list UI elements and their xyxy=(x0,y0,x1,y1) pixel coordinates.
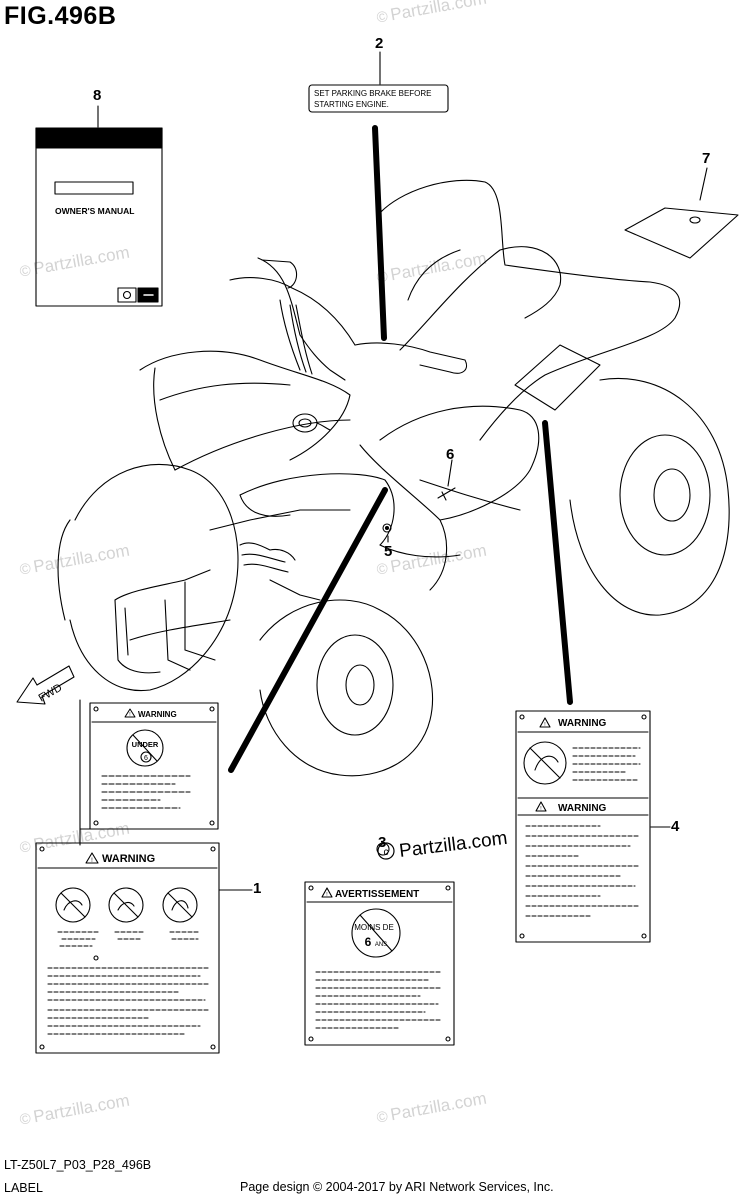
callout-2: 2 xyxy=(375,35,384,52)
figure-code: LT-Z50L7_P03_P28_496B xyxy=(4,1158,152,1172)
warning-right-label: ! WARNING ! WARNING xyxy=(515,710,651,943)
callout-1: 1 xyxy=(253,880,262,897)
page-credit: Page design © 2004-2017 by ARI Network S… xyxy=(240,1180,554,1194)
svg-text:!: ! xyxy=(326,892,327,898)
pointer-line xyxy=(228,487,388,773)
svg-text:OWNER'S MANUAL: OWNER'S MANUAL xyxy=(55,206,134,216)
svg-text:!: ! xyxy=(91,858,93,864)
callout-4: 4 xyxy=(671,818,680,835)
parking-brake-label: SET PARKING BRAKE BEFORE STARTING ENGINE… xyxy=(308,84,449,113)
svg-text:SET PARKING BRAKE BEFORE: SET PARKING BRAKE BEFORE xyxy=(314,89,432,98)
watermark-overlay: c Partzilla.com xyxy=(377,828,509,862)
owners-manual-label: OWNER'S MANUAL xyxy=(35,127,163,307)
svg-text:!: ! xyxy=(544,722,545,728)
figure-subtitle: LABEL xyxy=(4,1181,43,1195)
warning-main-label: ! WARNING xyxy=(35,842,220,1054)
svg-text:c: c xyxy=(384,847,389,858)
svg-text:!: ! xyxy=(540,806,541,812)
callout-8: 8 xyxy=(93,87,102,104)
svg-text:6: 6 xyxy=(144,755,148,762)
svg-text:6: 6 xyxy=(365,935,372,949)
callout-6: 6 xyxy=(446,446,455,463)
svg-text:WARNING: WARNING xyxy=(558,718,607,729)
svg-text:Partzilla.com: Partzilla.com xyxy=(398,828,508,862)
callout-5: 5 xyxy=(384,543,393,560)
svg-text:ANS: ANS xyxy=(375,942,387,948)
warning-under6-label: ! WARNING UNDER 6 xyxy=(79,699,219,846)
svg-text:MOINS DE: MOINS DE xyxy=(354,923,394,932)
callout-3: 3 xyxy=(378,834,387,851)
svg-text:WARNING: WARNING xyxy=(102,853,155,865)
pointer-line xyxy=(542,420,573,705)
svg-text:WARNING: WARNING xyxy=(138,710,177,719)
fwd-arrow: FWD xyxy=(16,665,75,705)
callout-7: 7 xyxy=(702,150,711,167)
figure-title: FIG.496B xyxy=(4,2,117,30)
svg-text:WARNING: WARNING xyxy=(558,803,607,814)
svg-text:STARTING ENGINE.: STARTING ENGINE. xyxy=(314,100,389,109)
pointer-line xyxy=(372,125,387,341)
avertissement-label: ! AVERTISSEMENT MOINS DE 6 ANS xyxy=(304,842,455,1046)
svg-text:AVERTISSEMENT: AVERTISSEMENT xyxy=(335,889,419,900)
label-7-pad xyxy=(624,207,739,259)
atv-drawing xyxy=(57,179,730,777)
svg-text:!: ! xyxy=(129,712,130,718)
svg-text:UNDER: UNDER xyxy=(132,740,159,749)
